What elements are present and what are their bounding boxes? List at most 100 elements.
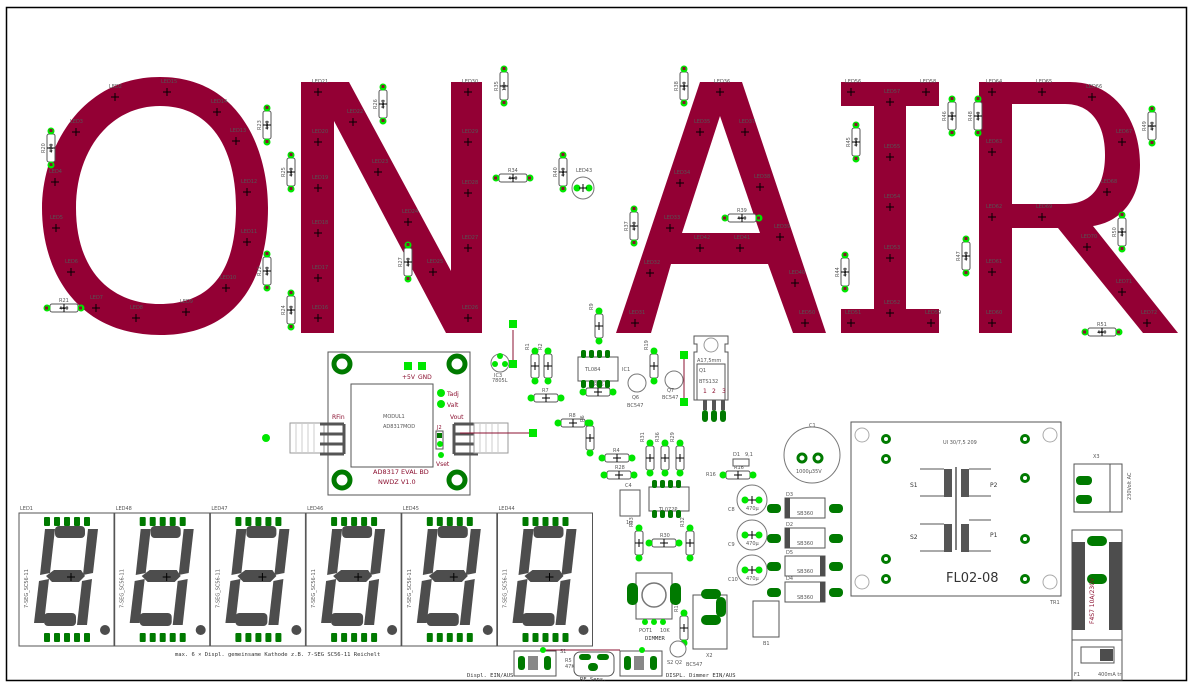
- led-marker: LED70: [1081, 234, 1097, 251]
- segment-e: [129, 579, 145, 623]
- pad-core-icon: [49, 163, 53, 166]
- led-center-icon: [988, 88, 996, 96]
- resistor: R32: [680, 517, 695, 562]
- resistor-label: R16: [734, 465, 744, 471]
- pin-pad-icon: [84, 517, 90, 526]
- pin-pad-icon: [552, 517, 559, 526]
- pad-icon: [686, 554, 694, 562]
- pad-core-icon: [561, 187, 565, 190]
- pad-core-icon: [406, 243, 410, 246]
- resistor-label: R46: [942, 111, 948, 121]
- pad-icon: [586, 449, 594, 457]
- led-marker: LED53: [884, 245, 900, 262]
- led-marker: LED17: [312, 265, 328, 282]
- display-part-label: 7-SEG_SC56-11: [120, 569, 126, 608]
- led-label: LED51: [845, 310, 861, 316]
- center-cross-icon: [748, 496, 756, 504]
- pad-icon: [650, 347, 658, 355]
- pad-icon: [646, 469, 654, 477]
- pin-pad-icon: [149, 517, 156, 526]
- led-label: LED54: [884, 194, 900, 200]
- diode-part: SB360: [797, 511, 813, 517]
- led-marker: LED32: [644, 260, 660, 277]
- q7-label: Q7: [667, 388, 674, 394]
- segment-g: [333, 570, 373, 582]
- led-marker: LED71: [1116, 279, 1132, 296]
- diode-label: D4: [786, 576, 793, 582]
- center-cross-icon: [615, 471, 623, 479]
- led-center-icon: [776, 233, 784, 241]
- center-cross-icon: [544, 362, 552, 370]
- pin-pad-icon: [245, 517, 252, 526]
- switch-row: S1 Displ. EIN/AUS R5 47K RF Sens. DISPL.…: [467, 647, 736, 683]
- resistor-value: 1K: [502, 84, 508, 91]
- resistor: R22440: [257, 250, 272, 292]
- pad-icon: [829, 504, 843, 513]
- led-marker: LED59: [925, 310, 941, 327]
- pad-core-icon: [1120, 213, 1124, 216]
- cap-label: C9: [728, 542, 735, 548]
- led-marker: LED38: [754, 174, 770, 191]
- center-cross-icon: [660, 539, 668, 547]
- led-label: LED23: [372, 159, 388, 165]
- led-center-icon: [52, 224, 60, 232]
- pad-core-icon: [632, 207, 636, 210]
- led-center-icon: [988, 148, 996, 156]
- led-label: LED3: [70, 119, 83, 125]
- led-marker: LED52: [884, 300, 900, 317]
- segment-b: [274, 529, 290, 575]
- led-label: LED29: [462, 129, 478, 135]
- led-label: LED41: [734, 235, 750, 241]
- led-center-icon: [314, 229, 322, 237]
- led-marker: LED35: [694, 119, 710, 136]
- resistor: R37470: [624, 205, 639, 247]
- led-center-icon: [314, 314, 322, 322]
- led-label: LED25: [427, 259, 443, 265]
- pad-core-icon: [45, 306, 48, 310]
- pad-icon: [600, 471, 608, 479]
- led-center-icon: [988, 319, 996, 327]
- x2-label: X2: [706, 653, 713, 659]
- pin-pad-icon: [522, 633, 529, 642]
- led-label: LED56: [845, 79, 861, 85]
- q1-heatsink: A17,5mm: [697, 358, 721, 364]
- led-label: LED33: [664, 215, 680, 221]
- pad-icon: [755, 496, 763, 504]
- cathode-band: [785, 498, 790, 518]
- r16-label: R16: [706, 472, 716, 478]
- pad-core-icon: [757, 216, 760, 220]
- ic3-part: 7805L: [492, 378, 508, 384]
- led-label: LED52: [884, 300, 900, 306]
- resistor: R31: [640, 432, 655, 477]
- letter-R: [979, 82, 1178, 333]
- segment-a: [150, 526, 181, 538]
- led-center-icon: [886, 309, 894, 317]
- led-marker: LED34: [674, 170, 690, 187]
- resistor: R51440: [1081, 322, 1123, 337]
- pad-core-icon: [1117, 330, 1120, 334]
- led-label: LED8: [130, 305, 143, 311]
- resistor: R6: [580, 415, 595, 457]
- q1-pin3: 3: [722, 388, 726, 395]
- pin-pad-icon: [532, 517, 539, 526]
- seven-segment-displays: LED17-SEG_SC56-11LED487-SEG_SC56-11LED47…: [18, 506, 593, 647]
- led-label: LED59: [925, 310, 941, 316]
- pad-icon: [635, 554, 643, 562]
- led-marker: LED58: [920, 79, 936, 96]
- segment-d: [426, 613, 459, 626]
- segment-d: [139, 613, 172, 626]
- pad-icon: [755, 531, 763, 539]
- resistor-label: R33: [629, 517, 635, 527]
- pin-pad-icon: [255, 517, 262, 526]
- segment-c: [459, 579, 475, 625]
- segment-c: [172, 579, 188, 625]
- center-cross-icon: [404, 258, 412, 266]
- pin-pad-icon: [84, 633, 90, 642]
- segment-a: [437, 526, 468, 538]
- led-marker: LED27: [462, 235, 478, 252]
- segment-e: [512, 579, 528, 623]
- center-cross-icon: [449, 573, 458, 581]
- led-center-icon: [222, 284, 230, 292]
- pin-pad-icon: [466, 517, 473, 526]
- center-cross-icon: [613, 454, 621, 462]
